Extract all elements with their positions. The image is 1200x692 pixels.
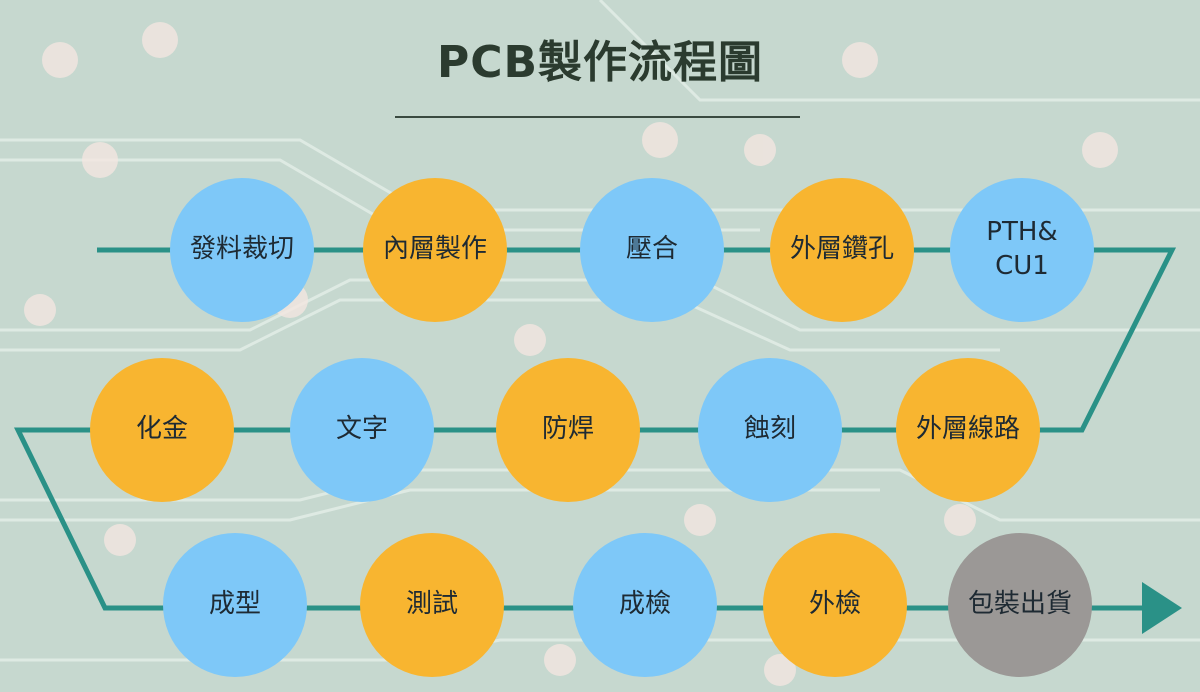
flow-step-label: 成檢 <box>618 589 671 620</box>
flow-step-label: 外檢 <box>808 589 861 620</box>
flow-step: 外層線路 <box>896 358 1040 502</box>
flow-step: 壓合 <box>580 178 724 322</box>
flow-step-label: 包裝出貨 <box>967 589 1072 620</box>
flow-step-label: 文字 <box>335 414 388 445</box>
flow-step-label: 外層鑽孔 <box>789 234 894 265</box>
flow-step: 測試 <box>360 533 504 677</box>
flow-step-label: 測試 <box>405 589 458 620</box>
flow-step: 內層製作 <box>363 178 507 322</box>
flow-step-label: 發料裁切 <box>189 234 294 265</box>
flow-step: 化金 <box>90 358 234 502</box>
flow-step: 蝕刻 <box>698 358 842 502</box>
flow-step-label: PTH& CU1 <box>986 217 1058 281</box>
flow-step-label: 蝕刻 <box>743 414 796 445</box>
flow-step: 外層鑽孔 <box>770 178 914 322</box>
page-title: PCB製作流程圖 <box>436 37 764 88</box>
flow-step-label: 化金 <box>135 414 188 445</box>
title-divider <box>395 116 800 118</box>
flow-step-label: 防焊 <box>541 414 594 445</box>
arrow-head-icon <box>1142 582 1182 634</box>
flow-step: 外檢 <box>763 533 907 677</box>
flow-step: 發料裁切 <box>170 178 314 322</box>
flow-step: 文字 <box>290 358 434 502</box>
flow-step: 成檢 <box>573 533 717 677</box>
flow-step-label: 成型 <box>208 589 261 620</box>
flow-step: 包裝出貨 <box>948 533 1092 677</box>
flow-step-label: 壓合 <box>625 234 678 265</box>
flow-step: 防焊 <box>496 358 640 502</box>
flow-step-label: 內層製作 <box>382 234 487 265</box>
flow-step-label: 外層線路 <box>915 414 1020 445</box>
flow-step: 成型 <box>163 533 307 677</box>
flow-step: PTH& CU1 <box>950 178 1094 322</box>
